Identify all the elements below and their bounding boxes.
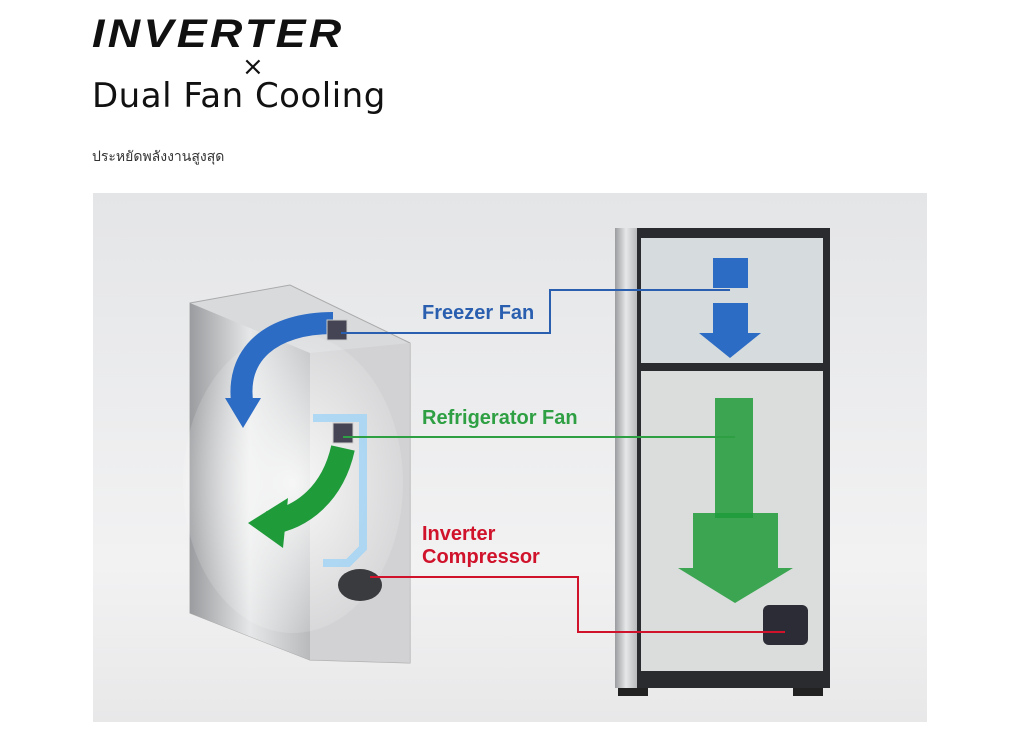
dual-fan-diagram: Freezer Fan Refrigerator Fan Inverter Co… (93, 193, 927, 722)
label-compressor: Compressor (422, 546, 540, 568)
product-fridge (615, 228, 830, 696)
logo-inverter: INVERTER (92, 12, 345, 56)
label-freezer-fan: Freezer Fan (422, 302, 535, 324)
logo-dual-fan-cooling: Dual Fan Cooling (92, 76, 386, 116)
subtitle: ประหยัดพลังงานสูงสุด (92, 149, 225, 165)
diagram-illustration (183, 228, 830, 696)
cutaway-fridge (183, 284, 411, 664)
freezer-fan-leader (341, 289, 730, 334)
label-inverter: Inverter (422, 523, 496, 545)
label-refrigerator-fan: Refrigerator Fan (422, 407, 578, 429)
logo-times: × (242, 52, 264, 82)
compressor-leader (370, 576, 785, 633)
